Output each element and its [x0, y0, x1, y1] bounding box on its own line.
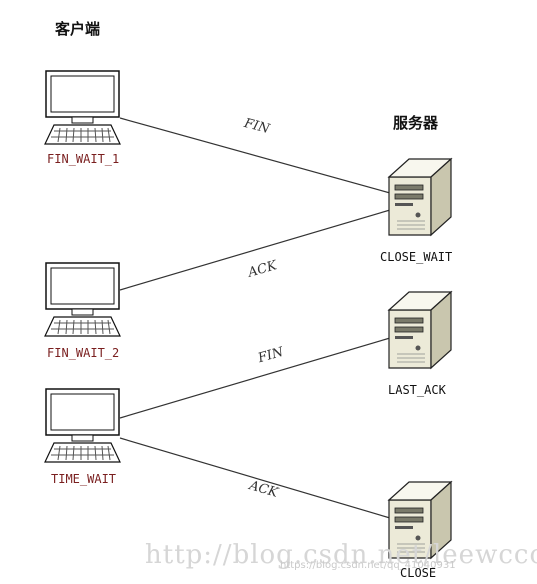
server-tower-icon: [387, 480, 453, 560]
server-tower-icon: [387, 157, 453, 237]
ack-line-1: [119, 209, 391, 291]
server-tower-icon: [387, 290, 453, 370]
server-state-2: LAST_ACK: [388, 383, 446, 397]
fin-line-1: [119, 117, 391, 194]
watermark-main: http://blog.csdn.net/leewccc: [145, 540, 537, 570]
client-state-1: FIN_WAIT_1: [47, 152, 120, 166]
server-state-3: CLOSE: [400, 566, 437, 580]
watermark-small: https://blog.csdn.net/qq_41040931: [280, 560, 456, 571]
computer-monitor-icon: [44, 388, 121, 463]
computer-monitor-icon: [44, 70, 121, 145]
fin-line-2: [119, 337, 391, 419]
server-heading: 服务器: [393, 114, 439, 132]
client-state-3: TIME_WAIT: [51, 472, 117, 486]
client-state-2: FIN_WAIT_2: [47, 346, 120, 360]
ack-line-2: [119, 437, 391, 519]
client-heading: 客户端: [55, 20, 101, 38]
computer-monitor-icon: [44, 262, 121, 337]
server-state-1: CLOSE_WAIT: [380, 250, 453, 264]
